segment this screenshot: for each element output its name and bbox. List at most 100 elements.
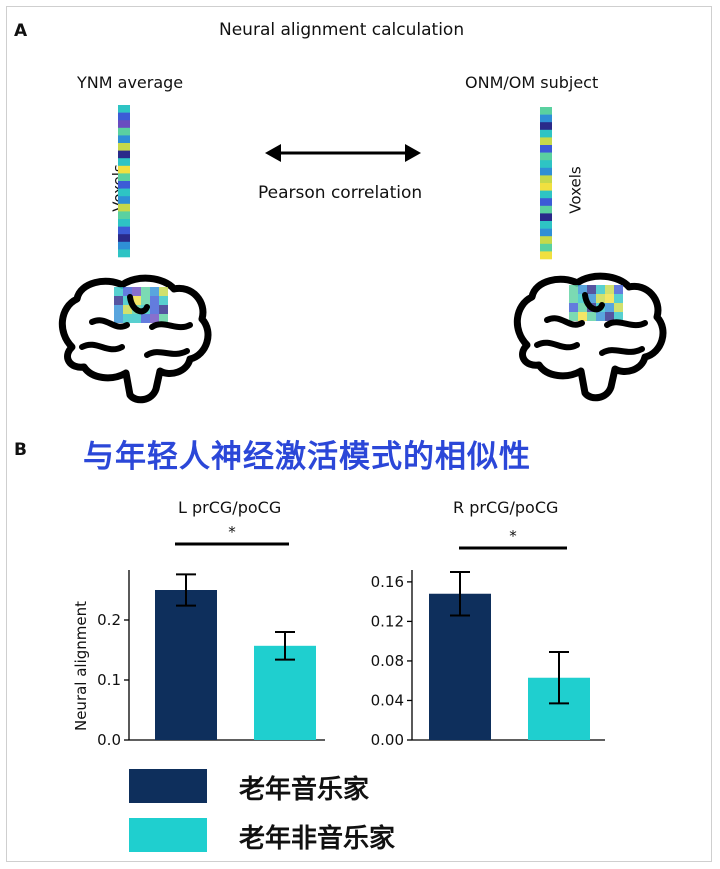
panel-b-label: B [14,440,27,460]
brain-mosaic-cell [114,305,123,314]
brain-mosaic-cell [614,285,623,294]
panel-a-label: A [14,21,28,41]
brain-mosaic-cell [150,296,159,305]
brain-mosaic-cell [569,285,578,294]
y-tick-label: 0.12 [371,612,404,630]
voxel-cell [540,114,552,123]
ynm-average-label: YNM average [77,73,184,92]
brain-mosaic-cell [587,294,596,303]
panel-a-graphics [58,105,667,404]
voxel-cell [118,249,130,258]
error-bar [275,631,295,661]
brain-mosaic-cell [123,305,132,314]
brain-mosaic-cell [605,294,614,303]
brain-mosaic-cell [569,312,578,321]
brain-mosaic-cell [123,296,132,305]
voxel-cell [118,181,130,189]
voxel-cell [118,211,130,220]
voxel-cell [540,167,552,176]
brain-mosaic-cell [150,314,159,323]
significance-marker: * [509,527,517,545]
brain-mosaic-cell [114,296,123,305]
error-bar [450,571,470,617]
voxel-cell [540,198,552,207]
brain-mosaic-cell [159,287,168,296]
voxel-cell [540,251,552,260]
voxel-cell [540,243,552,252]
figure-frame: A Neural alignment calculation YNM avera… [6,6,712,862]
voxel-cell [540,145,552,153]
voxel-cell [540,160,552,169]
brain-mosaic-cell [123,314,132,323]
voxel-cell [540,107,552,115]
chinese-title: 与年轻人神经激活模式的相似性 [83,439,531,475]
y-tick-label: 0.08 [371,652,404,670]
brain-mosaic-cell [114,287,123,296]
voxel-cell [118,219,130,227]
voxel-strip-right [540,107,552,260]
voxel-cell [118,234,130,243]
error-bar [549,651,569,705]
y-tick-label: 0.00 [371,731,404,749]
bar-charts: 0.00.10.2*Neural alignment0.000.040.080.… [72,523,605,749]
legend-swatch-older-musicians [129,769,207,803]
double-arrow-icon [265,144,421,162]
voxel-cell [540,122,552,131]
voxel-cell [540,205,552,214]
voxel-cell [540,129,552,138]
brain-mosaic-cell [578,312,587,321]
brain-icon-right [513,272,667,402]
legend-label-older-non-musicians: 老年非音乐家 [239,824,396,854]
legend-swatch-older-non-musicians [129,818,207,852]
chart-title-right: R prCG/poCG [453,498,559,517]
brain-mosaic-cell [587,312,596,321]
voxel-strip-left [118,105,130,258]
brain-mosaic-cell [605,303,614,312]
y-tick-label: 0.04 [371,691,404,709]
panel-a-title: Neural alignment calculation [219,20,465,40]
brain-icon-left [58,274,212,404]
brain-mosaic-cell [132,287,141,296]
voxel-cell [540,213,552,222]
brain-mosaic-cell [123,287,132,296]
brain-mosaic-cell [596,294,605,303]
pearson-correlation-label: Pearson correlation [258,183,423,203]
onm-om-subject-label: ONM/OM subject [465,73,599,92]
error-bar [176,573,196,607]
voxel-cell [540,175,552,184]
voxel-cell [118,241,130,250]
bar [254,645,316,740]
brain-mosaic-cell [141,287,150,296]
voxel-cell [540,190,552,199]
voxel-cell [118,196,130,205]
brain-mosaic-cell [578,285,587,294]
significance-marker: * [228,523,236,541]
voxel-cell [540,152,552,161]
brain-mosaic-cell [587,285,596,294]
brain-mosaic-cell [150,305,159,314]
voxel-cell [118,226,130,235]
brain-mosaic-cell [569,294,578,303]
voxel-cell [118,127,130,136]
voxel-cell [118,188,130,197]
y-tick-label: 0.0 [97,731,121,749]
brain-mosaic-cell [614,303,623,312]
brain-mosaic-cell [132,314,141,323]
y-tick-label: 0.16 [371,573,404,591]
brain-mosaic-cell [159,296,168,305]
brain-mosaic-cell [578,303,587,312]
voxel-cell [118,158,130,167]
voxel-cell [540,137,552,146]
voxel-cell [118,165,130,174]
brain-mosaic-cell [578,294,587,303]
chart-title-left: L prCG/poCG [178,498,282,517]
brain-mosaic-cell [150,287,159,296]
brain-mosaic-cell [614,312,623,321]
y-tick-label: 0.2 [97,611,121,629]
voxel-cell [118,173,130,182]
brain-mosaic-cell [614,294,623,303]
brain-mosaic-cell [141,296,150,305]
voxel-cell [540,236,552,245]
y-axis-label: Neural alignment [72,601,90,731]
voxel-cell [540,183,552,191]
